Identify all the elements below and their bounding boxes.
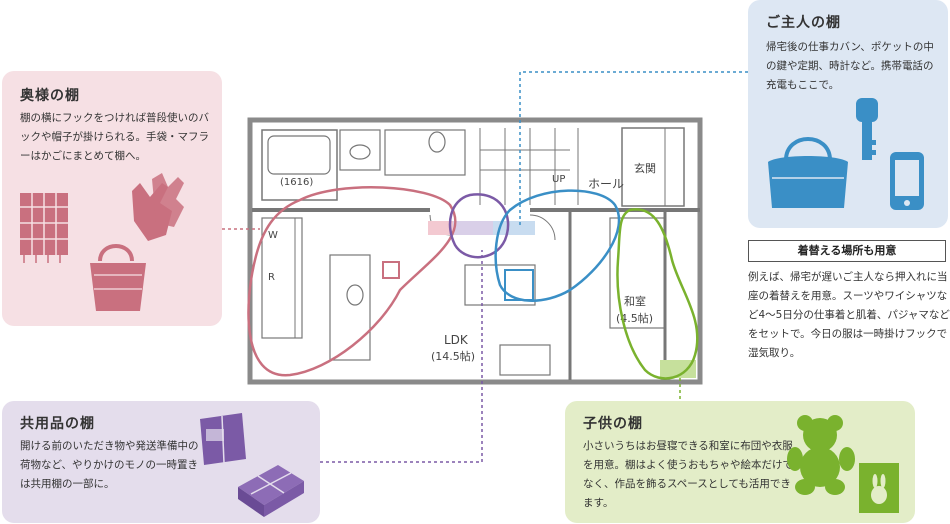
shared-illustrations: [200, 413, 304, 517]
handbag-icon: [768, 137, 848, 208]
change-area-title: 着替える場所も用意: [748, 240, 946, 262]
child-shelf-title: 子供の棚: [583, 416, 643, 432]
closet-r-label: R: [268, 272, 275, 283]
ldk-label: LDK: [444, 333, 469, 347]
hall-label: ホール: [588, 177, 624, 191]
floorplan-walls: [247, 117, 703, 385]
shared-shelf-card: 共用品の棚 開ける前のいただき物や発送準備中の荷物など、やりかけのモノの一時置き…: [2, 401, 320, 523]
child-shelf-text: 小さいうちはお昼寝できる和室に布団や衣服を用意。棚はよく使うおもちゃや絵本だけで…: [583, 440, 793, 509]
key-icon: [856, 98, 878, 160]
washitsu-size-label: (4.5帖): [616, 312, 653, 325]
husband-shelf-zone: [494, 189, 621, 302]
wife-shelf-card: 奥様の棚 棚の横にフックをつければ普段使いのバックや帽子が掛けられる。手袋・マフ…: [2, 71, 222, 326]
shared-shelf-title: 共用品の棚: [20, 416, 95, 432]
scarf-icon: [20, 193, 68, 263]
ldk-size-label: (14.5帖): [431, 350, 475, 363]
phone-icon: [890, 152, 924, 210]
package-icon: [200, 413, 246, 465]
wife-illustrations: [20, 173, 184, 311]
change-area-text: 例えば、帰宅が遅いご主人なら押入れに当座の着替えを用意。スーツやワイシャツなど4…: [748, 271, 950, 359]
husband-leader: [519, 71, 748, 228]
shared-leader: [320, 250, 483, 463]
up-label: UP: [552, 174, 565, 185]
child-illustrations: [787, 415, 899, 513]
husband-shelf-title: ご主人の棚: [766, 15, 841, 31]
bath-size-label: (1616): [280, 177, 313, 188]
child-shelf-zone: [616, 208, 699, 380]
child-shelf-card: 子供の棚 小さいうちはお昼寝できる和室に布団や衣服を用意。棚はよく使うおもちゃや…: [565, 401, 915, 523]
husband-shelf-card: ご主人の棚 帰宅後の仕事カバン、ポケットの中の鍵や定期、時計など。携帯電話の充電…: [748, 0, 948, 228]
wife-shelf-zone: [247, 186, 457, 377]
wife-shelf-title: 奥様の棚: [20, 88, 80, 104]
package-icon-2: [238, 465, 304, 517]
gloves-icon: [132, 173, 184, 241]
teddy-bear-icon: [787, 415, 855, 495]
tote-bag-icon: [90, 244, 146, 311]
wife-shelf-text: 棚の横にフックをつければ普段使いのバックや帽子が掛けられる。手袋・マフラーはかご…: [20, 112, 209, 162]
shared-shelf-zone: [448, 193, 510, 259]
entrance-label: 玄関: [634, 161, 656, 175]
picture-book-icon: [859, 463, 899, 513]
shelf-strip: [382, 221, 696, 378]
shared-shelf-text: 開ける前のいただき物や発送準備中の荷物など、やりかけのモノの一時置きは共用棚の一…: [20, 440, 199, 490]
washitsu-label: 和室: [624, 294, 646, 308]
husband-illustrations: [768, 98, 924, 210]
husband-shelf-text: 帰宅後の仕事カバン、ポケットの中の鍵や定期、時計など。携帯電話の充電もここで。: [766, 41, 934, 91]
closet-w-label: W: [268, 230, 278, 241]
